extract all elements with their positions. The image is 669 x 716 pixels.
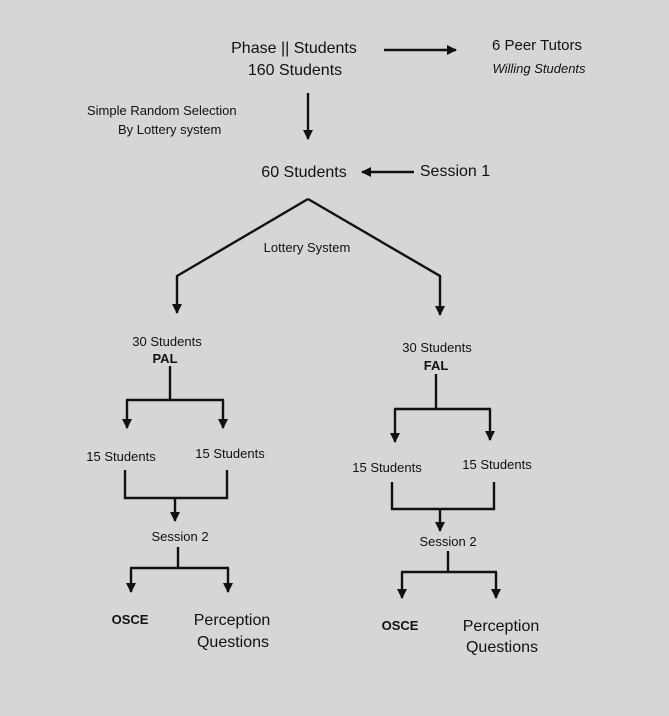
fal-count-label: 30 Students [402, 340, 472, 355]
pal-group-label: PAL [152, 351, 178, 366]
pal-merge [123, 470, 229, 500]
fal-subgroup-b-label: 15 Students [462, 457, 532, 472]
pal-osce-label: OSCE [111, 612, 149, 627]
phase-students-label: Phase || Students [231, 40, 357, 57]
pal-subgroup-a-label: 15 Students [86, 449, 156, 464]
pal-perception-label: Perception [193, 612, 271, 629]
pal-subgroup-b-label: 15 Students [195, 446, 265, 461]
split-right-branch [307, 197, 445, 316]
sixty-students-label: 60 Students [261, 164, 347, 181]
split-left-branch [172, 197, 309, 314]
pal-session-2-label: Session 2 [151, 529, 209, 544]
phase-count-label: 160 Students [247, 62, 343, 79]
fal-osce-label: OSCE [381, 618, 419, 633]
willing-students-label: Willing Students [492, 61, 586, 76]
selection-method-label: Simple Random Selection [87, 103, 237, 118]
fal-questions-label: Questions [465, 639, 539, 656]
fal-session-2-label: Session 2 [419, 534, 477, 549]
lottery-system-split-label: Lottery System [263, 240, 351, 255]
fal-perception-label: Perception [462, 618, 540, 635]
peer-tutors-label: 6 Peer Tutors [491, 37, 583, 54]
pal-count-label: 30 Students [132, 334, 202, 349]
fal-subgroup-a-label: 15 Students [352, 460, 422, 475]
pal-questions-label: Questions [196, 634, 270, 651]
fal-group-label: FAL [423, 358, 449, 373]
lottery-system-label: By Lottery system [118, 122, 222, 137]
session-1-label: Session 1 [419, 163, 491, 180]
fal-merge [390, 482, 496, 511]
